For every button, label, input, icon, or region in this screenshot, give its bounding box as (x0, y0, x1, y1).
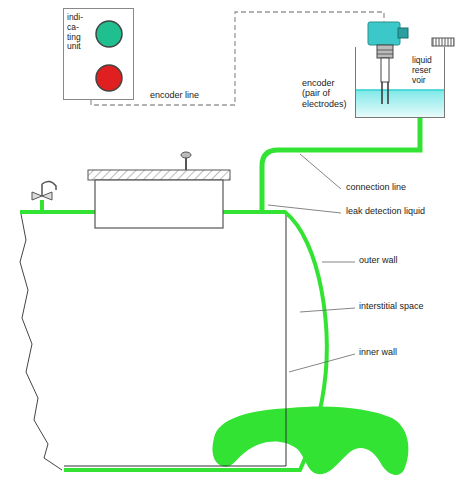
part-label: leak detection liquid (345, 207, 426, 217)
part-label: outer wall (358, 256, 399, 266)
inner-wall (286, 215, 287, 466)
manhole-lid (88, 170, 230, 180)
green-lamp (96, 21, 122, 47)
encoder-cable-gland (398, 28, 408, 38)
red-lamp (96, 65, 122, 91)
valve-spindle (41, 184, 43, 196)
vent-cap (432, 38, 454, 46)
connection-pipe (262, 118, 420, 212)
leader-line (300, 308, 355, 312)
encoder-stem (381, 58, 389, 82)
manhole-dome (95, 180, 223, 228)
leader-line (268, 205, 341, 213)
part-label: connection line (345, 183, 407, 193)
cutaway-edge (20, 214, 62, 470)
valve-stub (40, 200, 44, 212)
edge-label: encoder line (149, 91, 200, 101)
leader-line (322, 262, 355, 263)
node-text: liquid reser voir (412, 56, 440, 85)
encoder-line (91, 12, 384, 105)
lid-vent-cap (181, 152, 191, 158)
liquid-surface (356, 89, 444, 91)
thread-line (377, 50, 393, 51)
reservoir-liquid (356, 90, 444, 117)
leader-line (300, 154, 341, 189)
part-label: inner wall (358, 348, 398, 358)
indicating-unit: indi- ca- ting unit (63, 8, 134, 100)
electrode (381, 82, 383, 104)
valve-handle (42, 181, 56, 190)
encoder-head (368, 22, 400, 45)
encoder: encoder (pair of electrodes) (368, 22, 400, 45)
electrode (387, 82, 389, 104)
outer-wall (20, 212, 327, 470)
leader-line (289, 354, 355, 372)
part-label: interstitial space (358, 302, 425, 312)
inner-bottom (64, 466, 286, 467)
liquid-reservoir: liquid reser voir (355, 47, 445, 118)
node-text: encoder (pair of electrodes) (302, 78, 354, 109)
node-text: indi- ca- ting unit (67, 13, 89, 52)
thread-line (377, 54, 393, 55)
